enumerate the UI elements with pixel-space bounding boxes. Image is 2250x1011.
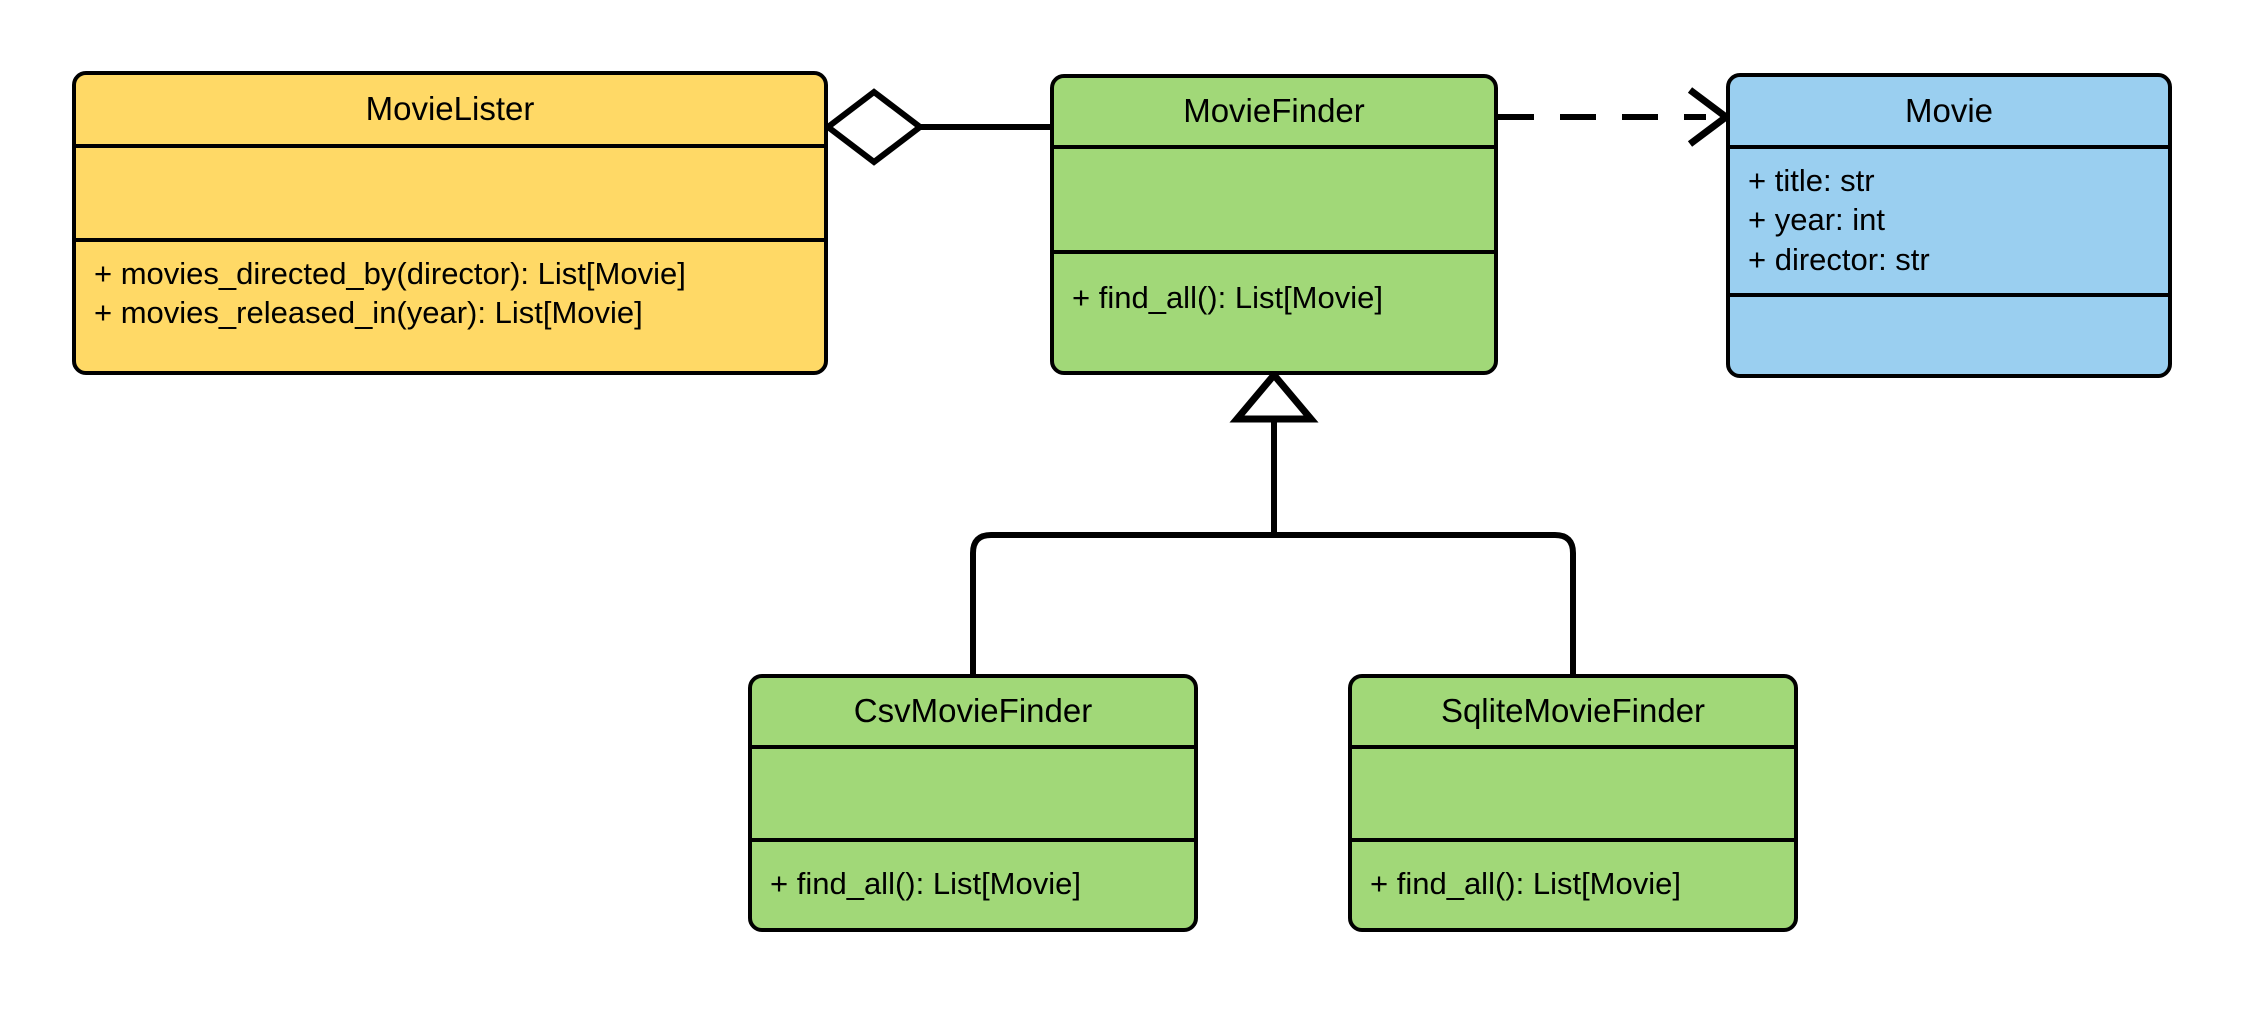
class-name-row: SqliteMovieFinder — [1352, 678, 1794, 749]
uml-class-movie-lister[interactable]: MovieLister + movies_directed_by(directo… — [72, 71, 828, 375]
open-arrowhead-icon — [1687, 87, 1732, 147]
uml-class-csv-movie-finder[interactable]: CsvMovieFinder + find_all(): List[Movie] — [748, 674, 1198, 932]
class-attributes-row — [76, 148, 824, 242]
dependency-finder-movie-edge[interactable] — [1498, 87, 1732, 147]
generalization-tree-edges[interactable] — [970, 369, 1576, 674]
uml-class-sqlite-movie-finder[interactable]: SqliteMovieFinder + find_all(): List[Mov… — [1348, 674, 1798, 932]
uml-class-movie[interactable]: Movie + title: str + year: int + directo… — [1726, 73, 2172, 378]
class-name-label: SqliteMovieFinder — [1440, 692, 1706, 730]
class-name-label: MovieLister — [365, 90, 535, 128]
hollow-diamond-icon — [823, 88, 925, 166]
class-method-item: + movies_released_in(year): List[Movie] — [94, 295, 643, 331]
class-name-row: CsvMovieFinder — [752, 678, 1194, 749]
class-name-row: MovieFinder — [1054, 78, 1494, 149]
class-methods-row: + find_all(): List[Movie] — [1054, 254, 1494, 371]
class-name-label: MovieFinder — [1183, 92, 1365, 130]
class-attribute-item: + director: str — [1748, 241, 1930, 277]
class-method-item: + find_all(): List[Movie] — [1072, 280, 1383, 315]
class-method-item: + find_all(): List[Movie] — [770, 866, 1081, 901]
class-methods-row — [1730, 297, 2168, 374]
generalization-branch-sqlite — [1274, 532, 1576, 674]
class-name-row: Movie — [1730, 77, 2168, 149]
generalization-branch-csv — [970, 532, 1274, 674]
class-methods-row: + movies_directed_by(director): List[Mov… — [76, 242, 824, 371]
class-method-item: + movies_directed_by(director): List[Mov… — [94, 256, 686, 291]
class-attributes-row: + title: str + year: int + director: str — [1730, 149, 2168, 297]
class-attribute-item: + year: int — [1748, 202, 1885, 238]
class-attributes-row — [752, 749, 1194, 842]
aggregation-lister-finder-edge[interactable] — [823, 88, 1050, 166]
class-methods-row: + find_all(): List[Movie] — [1352, 842, 1794, 928]
uml-class-movie-finder[interactable]: MovieFinder + find_all(): List[Movie] — [1050, 74, 1498, 375]
class-name-label: CsvMovieFinder — [853, 692, 1093, 730]
class-name-row: MovieLister — [76, 75, 824, 148]
class-method-item: + find_all(): List[Movie] — [1370, 866, 1681, 901]
hollow-triangle-icon — [1229, 369, 1319, 423]
class-name-label: Movie — [1904, 91, 1994, 129]
class-attribute-item: + title: str — [1748, 163, 1875, 198]
class-attributes-row — [1054, 149, 1494, 254]
class-methods-row: + find_all(): List[Movie] — [752, 842, 1194, 928]
class-attributes-row — [1352, 749, 1794, 842]
